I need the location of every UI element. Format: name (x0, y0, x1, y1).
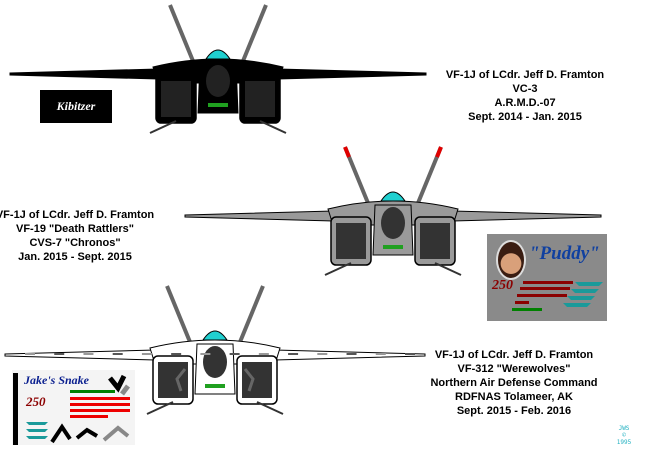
radome (206, 65, 230, 97)
canopy (205, 49, 231, 60)
puddy-kill-count: 250 (492, 278, 513, 293)
radome (381, 207, 405, 239)
canopy (380, 191, 406, 202)
camo-stripe (112, 353, 123, 355)
landing-gear (259, 120, 287, 134)
camo-stripe (229, 353, 240, 355)
puddy-kill-marks (512, 281, 603, 311)
camo-mark (175, 368, 187, 392)
air-intake (420, 223, 450, 259)
air-intake (242, 362, 272, 398)
green-light (383, 245, 403, 249)
kibitzer-nameplate: Kibitzer (40, 90, 112, 123)
green-kill-stars (512, 308, 542, 311)
green-light (208, 103, 228, 107)
tail-tip (435, 146, 443, 158)
left-tail (168, 4, 195, 62)
right-wing (277, 68, 427, 80)
landing-gear (149, 120, 177, 134)
camo-stripe (405, 353, 415, 355)
right-tail (241, 4, 268, 62)
landing-gear (146, 401, 174, 415)
caption-line: Northern Air Defense Command (430, 377, 598, 389)
camo-stripe (346, 353, 357, 355)
landing-gear (434, 262, 462, 276)
air-intake (161, 81, 191, 117)
camo-stripe (317, 353, 328, 355)
signature-copyright: © (622, 432, 626, 439)
camo-stripe (171, 353, 182, 355)
caption-line: VF-19 "Death Rattlers" (15, 223, 135, 235)
kibitzer-label: Kibitzer (56, 99, 96, 113)
caption-line: Jan. 2015 - Sept. 2015 (18, 251, 132, 263)
camo-stripe (200, 353, 211, 355)
puddy-patch: "Puddy" 250 (487, 234, 607, 321)
camo-stripe (25, 353, 35, 355)
canopy (202, 330, 228, 341)
caption-line: VF-312 "Werewolves" (457, 363, 571, 375)
air-intake (245, 81, 275, 117)
kill-stars (515, 281, 573, 304)
radome (203, 346, 227, 378)
camo-stripe (288, 353, 299, 355)
left-tail (165, 285, 192, 343)
jake-nickname: Jake's Snake (24, 373, 90, 387)
caption-vf19: VF-1J of LCdr. Jeff D. Framton VF-19 "De… (0, 208, 175, 264)
ship-marks (563, 282, 603, 307)
landing-gear (256, 401, 284, 415)
air-intake (336, 223, 366, 259)
caption-line: VC-3 (512, 83, 538, 95)
camo-stripe (83, 353, 94, 355)
caption-line: RDFNAS Tolameer, AK (455, 391, 573, 403)
jakes-snake-patch: Jake's Snake 250 (12, 370, 135, 445)
jake-kill-count: 250 (26, 394, 46, 409)
right-wing (452, 210, 602, 222)
caption-line: Sept. 2015 - Feb. 2016 (456, 405, 572, 417)
puddy-nickname: "Puddy" (529, 243, 600, 264)
signature-year: 1995 (616, 439, 632, 446)
pilot-portrait (496, 240, 526, 280)
caption-vf312: VF-1J of LCdr. Jeff D. Framton VF-312 "W… (404, 348, 624, 418)
aircraft-vf312-arctic (4, 285, 426, 415)
caption-line: A.R.M.D.-07 (494, 97, 556, 109)
air-intake (158, 362, 188, 398)
right-tail (238, 285, 265, 343)
caption-line: VF-1J of LCdr. Jeff D. Framton (445, 69, 605, 81)
caption-vc3: VF-1J of LCdr. Jeff D. Framton VC-3 A.R.… (425, 68, 625, 124)
camo-mark (243, 368, 255, 392)
tail-tip (343, 146, 351, 158)
camo-stripe (141, 353, 152, 355)
caption-line: VF-1J of LCdr. Jeff D. Framton (0, 209, 155, 221)
snake-artwork (13, 373, 130, 445)
camo-stripe (258, 353, 269, 355)
caption-line: VF-1J of LCdr. Jeff D. Framton (434, 349, 594, 361)
left-wing (184, 210, 334, 222)
signature-initials: JWS (618, 425, 630, 432)
aircraft-vf19-gray (184, 146, 602, 276)
left-wing (9, 68, 159, 80)
camo-stripe (54, 353, 65, 355)
landing-gear (324, 262, 352, 276)
aircraft-vc3-black (9, 4, 427, 134)
artist-signature: JWS © 1995 (612, 425, 636, 446)
green-light (205, 384, 225, 388)
caption-line: Sept. 2014 - Jan. 2015 (468, 111, 582, 123)
camo-stripe (375, 353, 386, 355)
caption-line: CVS-7 "Chronos" (29, 237, 121, 249)
